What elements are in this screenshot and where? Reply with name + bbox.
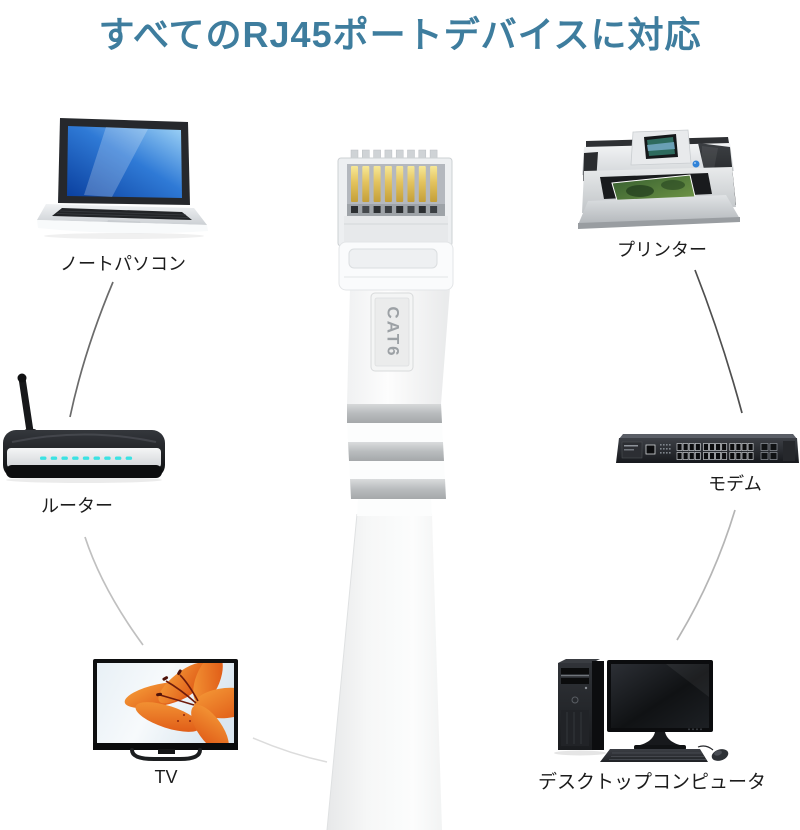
router-icon [3, 373, 165, 483]
curve-modem-to-desktop [676, 509, 736, 641]
switch-ports [676, 443, 754, 460]
network-switch-icon [616, 434, 799, 463]
tv-icon [93, 659, 238, 761]
page-title: すべてのRJ45ポートデバイスに対応 [98, 14, 702, 55]
printer-label: プリンター [617, 240, 707, 260]
router-antenna [18, 374, 35, 442]
laptop-icon [37, 118, 208, 239]
printer-icon [578, 129, 740, 229]
rj45-plug-icon [337, 149, 454, 291]
cable-print-label: CAT6 [384, 306, 403, 357]
tv-label: TV [154, 767, 178, 787]
curve-laptop-to-router [69, 281, 114, 418]
switch-led-matrix [660, 444, 671, 454]
curve-printer-to-modem [694, 269, 743, 414]
tv-screen-flower [124, 663, 234, 745]
router-led-lights [40, 456, 133, 460]
router-label: ルーター [41, 496, 113, 516]
desktop-label: デスクトップコンピュータ [537, 772, 767, 793]
desktop-computer-icon [554, 659, 729, 762]
laptop-label: ノートパソコン [60, 254, 186, 274]
curve-tv-to-cable [252, 737, 328, 763]
modem-label: モデム [708, 474, 762, 494]
switch-sfp-ports [760, 443, 778, 460]
curve-router-to-tv [84, 536, 144, 646]
